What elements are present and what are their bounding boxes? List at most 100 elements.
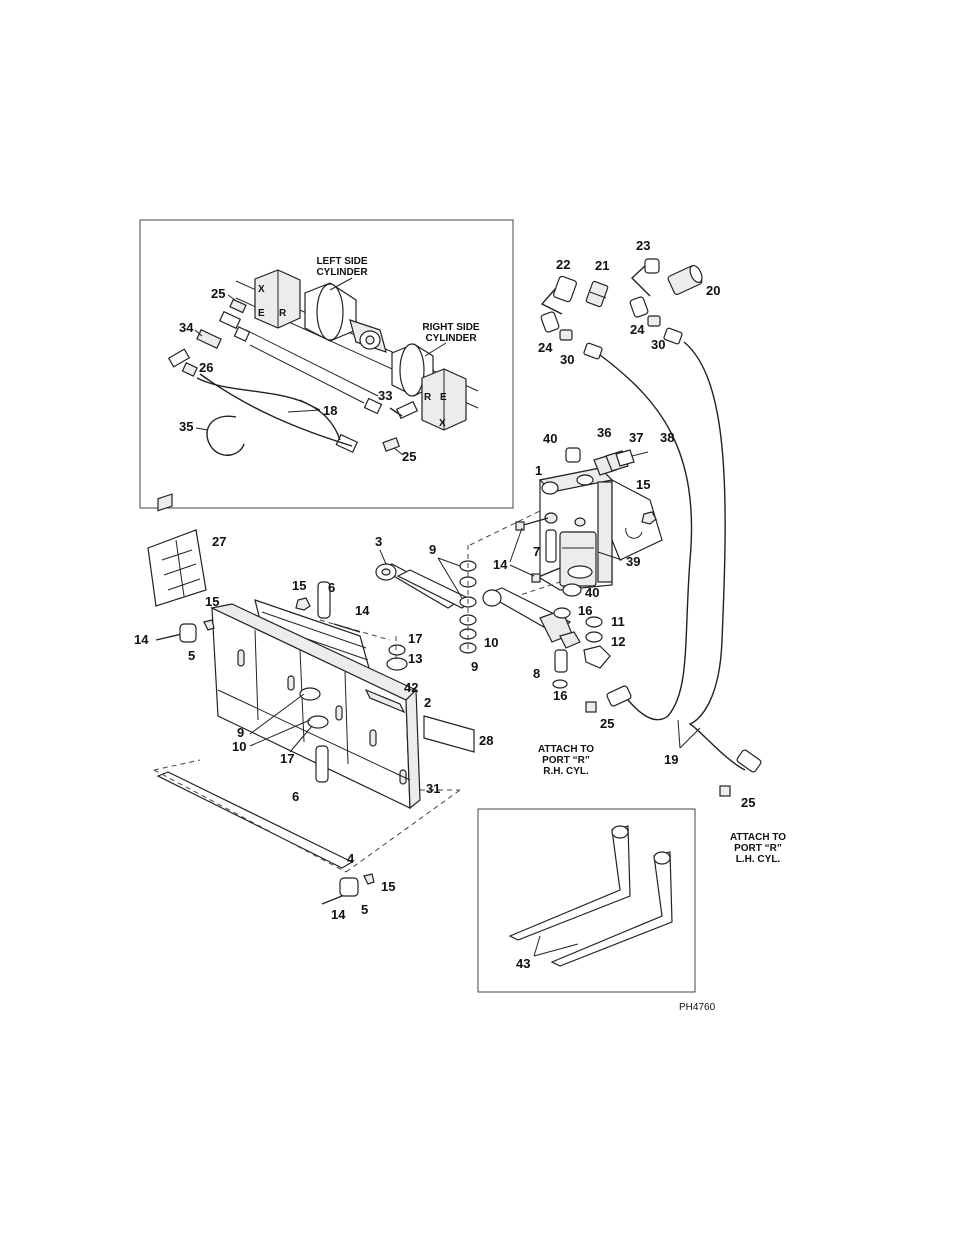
cylinder-rod-eye xyxy=(349,319,387,353)
callout: 13 xyxy=(408,651,422,666)
callout: 34 xyxy=(179,320,194,335)
callout: 22 xyxy=(556,257,570,272)
hose-18 xyxy=(196,344,365,447)
callout: 17 xyxy=(408,631,422,646)
callout: 21 xyxy=(595,258,609,273)
callout: 11 xyxy=(611,614,625,629)
hose-ends-top xyxy=(583,327,683,360)
coupler-20 xyxy=(667,264,703,296)
port-letter: R xyxy=(424,392,432,403)
callout: 40 xyxy=(543,431,557,446)
adapter-30-right xyxy=(647,315,661,327)
elbow-24-left xyxy=(540,311,560,333)
left-side-cylinder-label: CYLINDER xyxy=(316,267,368,278)
fitting-34 xyxy=(196,329,222,349)
fork-front xyxy=(550,851,673,967)
callout: 4 xyxy=(347,851,355,866)
callout: 28 xyxy=(479,733,493,748)
port-letter: E xyxy=(258,308,265,319)
attach-lh-note: PORT “R” xyxy=(734,843,782,854)
decal-27: 27 xyxy=(147,493,226,607)
elbow-26 xyxy=(167,348,198,377)
forks-inset: 43 xyxy=(477,808,696,993)
attach-rh-note: PORT “R” xyxy=(542,755,590,766)
attach-lh-note: L.H. CYL. xyxy=(736,854,781,865)
callout: 30 xyxy=(651,337,665,352)
elbow-24-right xyxy=(629,296,649,318)
callout: 8 xyxy=(533,666,540,681)
callout: 38 xyxy=(660,430,674,445)
hose-routing-inset: X E R R E X xyxy=(139,219,514,509)
hose-19: 19 25 25 ATTACH TO PORT “R” R.H. CYL. AT… xyxy=(538,341,786,865)
callout: 20 xyxy=(706,283,720,298)
callout: 24 xyxy=(538,340,553,355)
callout: 39 xyxy=(626,554,640,569)
port-letter: E xyxy=(440,392,447,403)
callout: 2 xyxy=(424,695,431,710)
callout: 7 xyxy=(533,544,540,559)
callout: 36 xyxy=(597,425,611,440)
callout: 15 xyxy=(205,594,219,609)
fitting-25-top xyxy=(218,298,247,330)
callout: 16 xyxy=(553,688,567,703)
callout: 17 xyxy=(280,751,294,766)
callout: 5 xyxy=(188,648,195,663)
dust-cap-22 xyxy=(540,275,577,315)
callout: 24 xyxy=(630,322,645,337)
callout: 15 xyxy=(381,879,395,894)
inset-frame xyxy=(139,219,514,509)
callout: 40 xyxy=(585,585,599,600)
callout: 14 xyxy=(355,603,370,618)
callout: 15 xyxy=(292,578,306,593)
callout: 6 xyxy=(328,580,335,595)
callout: 10 xyxy=(232,739,246,754)
callout: 26 xyxy=(199,360,213,375)
callout: 23 xyxy=(636,238,650,253)
callout: 15 xyxy=(636,477,650,492)
callout: 25 xyxy=(211,286,225,301)
callout: 18 xyxy=(323,403,337,418)
attach-lh-note: ATTACH TO xyxy=(730,832,786,843)
cylinder-3: 3 9 16 11 12 8 16 10 9 xyxy=(375,534,625,703)
hose-end-fittings xyxy=(233,326,419,454)
right-cylinder-block xyxy=(421,368,467,431)
callout: 33 xyxy=(378,388,392,403)
callout: 31 xyxy=(426,781,440,796)
callout: 5 xyxy=(361,902,368,917)
callout: 6 xyxy=(292,789,299,804)
callout: 30 xyxy=(560,352,574,367)
callout: 27 xyxy=(212,534,226,549)
tie-wrap-35 xyxy=(206,415,245,456)
carriage-frame-2: 15 6 14 15 14 5 17 13 42 2 9 10 17 28 6 … xyxy=(134,578,493,922)
fitting-33 xyxy=(389,407,403,417)
callout: 25 xyxy=(402,449,416,464)
callout: 25 xyxy=(600,716,614,731)
callout: 25 xyxy=(741,795,755,810)
callout: 16 xyxy=(578,603,592,618)
right-cylinder-barrel xyxy=(391,343,434,397)
coupler-21 xyxy=(585,280,609,308)
port-letter: X xyxy=(439,418,446,429)
figure-id: PH4760 xyxy=(679,1002,716,1013)
adapter-30-left xyxy=(559,329,573,341)
port-letter: X xyxy=(258,284,265,295)
port-letter: R xyxy=(279,308,287,319)
callout: 10 xyxy=(484,635,498,650)
dust-cap-23 xyxy=(630,258,660,297)
callout: 1 xyxy=(535,463,542,478)
callout: 14 xyxy=(493,557,508,572)
callout: 9 xyxy=(429,542,436,557)
callout: 43 xyxy=(516,956,530,971)
attach-rh-note: R.H. CYL. xyxy=(543,766,589,777)
callout: 3 xyxy=(375,534,382,549)
callout: 12 xyxy=(611,634,625,649)
right-side-cylinder-label: RIGHT SIDE xyxy=(422,322,480,333)
callout: 14 xyxy=(331,907,346,922)
attach-rh-note: ATTACH TO xyxy=(538,744,594,755)
callout: 9 xyxy=(237,725,244,740)
pivot-bracket-1: 40 36 37 38 1 15 14 7 39 40 xyxy=(469,425,674,601)
right-side-cylinder-label: CYLINDER xyxy=(425,333,477,344)
callout: 35 xyxy=(179,419,193,434)
quick-couplers: 22 21 23 20 24 30 24 30 xyxy=(538,238,720,367)
callout: 19 xyxy=(664,752,678,767)
